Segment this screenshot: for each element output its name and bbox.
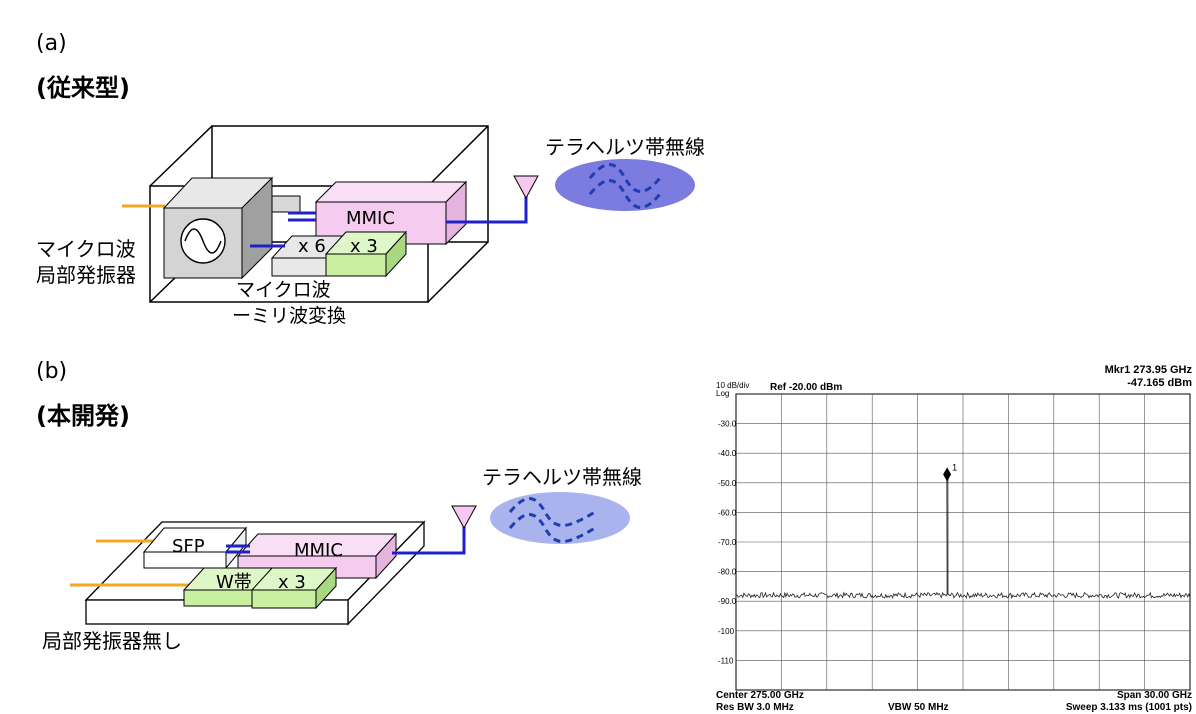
- wave-icon-b: [508, 497, 596, 527]
- panel-b-title: (本開発): [36, 402, 130, 430]
- blue-connections-a: [250, 194, 528, 248]
- panel-b-label: (b): [36, 359, 67, 384]
- spectrum-display: Mkr1 273.95 GHz -47.165 dBm 10 dB/div Lo…: [716, 364, 1192, 713]
- sfp-block: [142, 526, 248, 570]
- ref-level-label: Ref -20.00 dBm: [770, 382, 842, 393]
- wireless-ellipse-a: [555, 159, 695, 211]
- y-tick-label: -100: [718, 627, 735, 636]
- conv-label-line2: ーミリ波変換: [232, 305, 346, 327]
- y-tick-label: -50.0: [718, 479, 737, 488]
- y-tick-label: -90.0: [718, 597, 737, 606]
- mult3-label-b: x 3: [278, 572, 306, 593]
- scale-type-label: Log: [716, 389, 729, 398]
- wband-label: W帯: [216, 572, 252, 593]
- y-tick-label: -60.0: [718, 508, 737, 517]
- marker-value-readout: -47.165 dBm: [1127, 377, 1192, 389]
- blue-connections-b: [226, 526, 466, 555]
- osc-label-line1: マイクロ波: [36, 237, 136, 261]
- wave-icon-b2: [508, 513, 596, 543]
- wave-icon-a: [588, 163, 662, 193]
- y-tick-labels: -30.0 -40.0 -50.0 -60.0 -70.0 -80.0 -90.0 -100 -…: [718, 420, 737, 666]
- mmic-label-b: MMIC: [294, 540, 343, 561]
- mult6-label: x 6: [298, 236, 326, 257]
- y-tick-label: -80.0: [718, 568, 737, 577]
- osc-label-line2: 局部発振器: [36, 263, 136, 287]
- res-bw-label: Res BW 3.0 MHz: [716, 702, 794, 713]
- panel-a-label: (a): [36, 31, 67, 56]
- wireless-label-a: テラヘルツ帯無線: [545, 135, 705, 159]
- sfp-label: SFP: [172, 536, 205, 557]
- sweep-label: Sweep 3.133 ms (1001 pts): [1066, 702, 1192, 713]
- mult3-block-a: [324, 230, 408, 278]
- span-label: Span 30.00 GHz: [1117, 690, 1192, 701]
- y-tick-label: -40.0: [718, 449, 737, 458]
- conv-label-line1: マイクロ波: [236, 279, 331, 301]
- antenna-icon-a: [513, 175, 539, 200]
- mult3-label-a: x 3: [350, 236, 378, 257]
- y-tick-label: -110: [718, 656, 734, 665]
- mult3-block-b: [250, 566, 338, 610]
- mmic-label-a: MMIC: [346, 208, 395, 229]
- marker-freq-readout: Mkr1 273.95 GHz: [1105, 364, 1193, 376]
- y-tick-label: -30.0: [718, 420, 737, 429]
- center-freq-label: Center 275.00 GHz: [716, 690, 804, 701]
- wireless-ellipse-b: [490, 492, 630, 544]
- vbw-label: VBW 50 MHz: [888, 702, 949, 713]
- y-tick-label: -70.0: [718, 538, 737, 547]
- wband-block: [182, 567, 280, 607]
- oscillator-cube: [162, 176, 274, 280]
- panel-a-title: (従来型): [36, 74, 130, 102]
- marker-diamond-icon: [943, 467, 952, 482]
- plot-grid: [736, 394, 1190, 690]
- wireless-label-b: テラヘルツ帯無線: [482, 465, 642, 489]
- connector-block-a: [271, 195, 301, 213]
- antenna-icon-b: [451, 505, 477, 530]
- marker-number: 1: [952, 462, 957, 472]
- no-osc-label: 局部発振器無し: [42, 629, 182, 653]
- wave-icon-a2: [588, 179, 662, 209]
- spectrum-trace: [735, 473, 1191, 600]
- scale-label: 10 dB/div: [716, 381, 749, 390]
